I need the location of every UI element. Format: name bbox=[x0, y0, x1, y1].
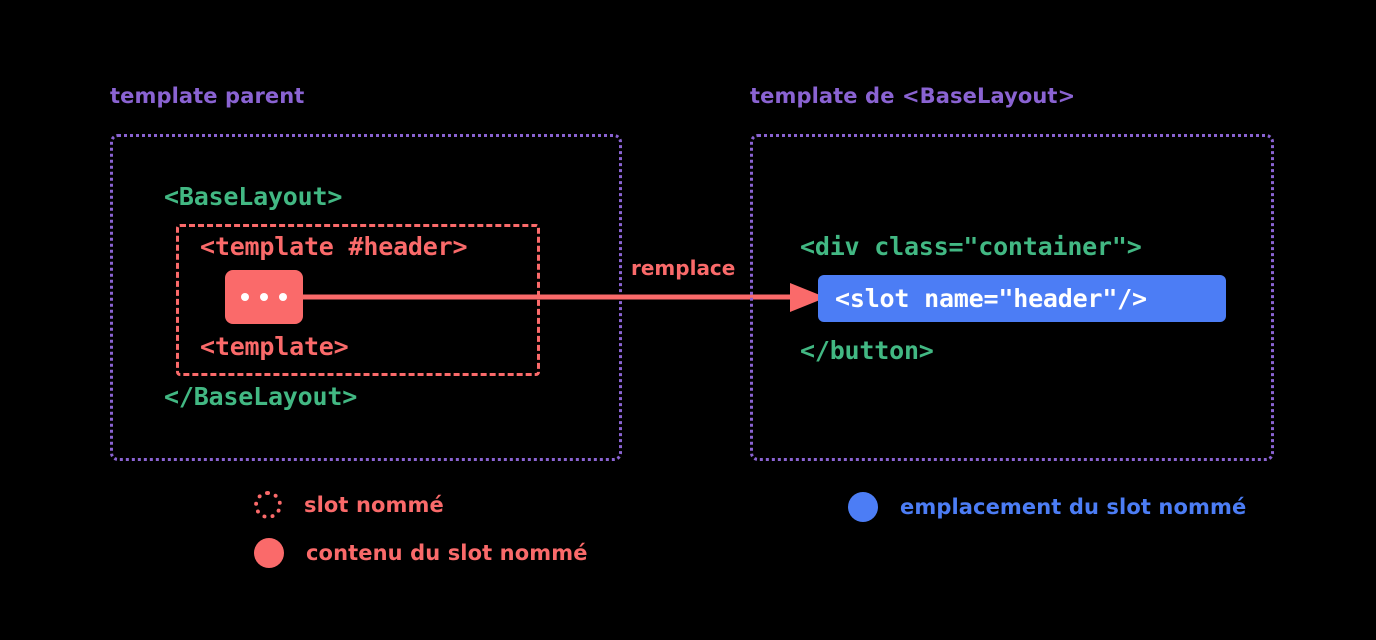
code-baselayout-open-tag: <BaseLayout> bbox=[164, 182, 343, 211]
solid-circle-blue-icon bbox=[848, 492, 878, 522]
parent-panel-title: template parent bbox=[110, 84, 305, 108]
named-slot-box bbox=[176, 224, 540, 376]
code-template-header-open-tag: <template #header> bbox=[200, 232, 468, 261]
named-slot-outlet-box: <slot name="header"/> bbox=[818, 275, 1226, 322]
code-div-container-open-tag: <div class="container"> bbox=[800, 232, 1142, 261]
ellipsis-dot-3 bbox=[279, 293, 287, 301]
code-template-close-tag: <template> bbox=[200, 332, 349, 361]
legend-label-named-slot: slot nommé bbox=[304, 493, 444, 517]
replace-arrow bbox=[296, 283, 826, 312]
dashed-circle-icon bbox=[254, 491, 282, 519]
legend-item-named-slot-outlet: emplacement du slot nommé bbox=[848, 492, 1246, 522]
solid-circle-red-icon bbox=[254, 538, 284, 568]
replace-arrow-label: remplace bbox=[628, 256, 739, 280]
named-slot-content-chip bbox=[225, 270, 303, 324]
ellipsis-dot-1 bbox=[241, 293, 249, 301]
code-baselayout-close-tag: </BaseLayout> bbox=[164, 382, 358, 411]
code-slot-outlet-tag: <slot name="header"/> bbox=[835, 284, 1147, 313]
base-panel-title: template de <BaseLayout> bbox=[750, 84, 1076, 108]
code-button-close-tag: </button> bbox=[800, 336, 934, 365]
base-template-panel bbox=[750, 134, 1274, 461]
legend-label-named-slot-content: contenu du slot nommé bbox=[306, 541, 588, 565]
legend-item-named-slot: slot nommé bbox=[254, 491, 444, 519]
legend-item-named-slot-content: contenu du slot nommé bbox=[254, 538, 588, 568]
ellipsis-dot-2 bbox=[260, 293, 268, 301]
legend-label-named-slot-outlet: emplacement du slot nommé bbox=[900, 495, 1247, 519]
